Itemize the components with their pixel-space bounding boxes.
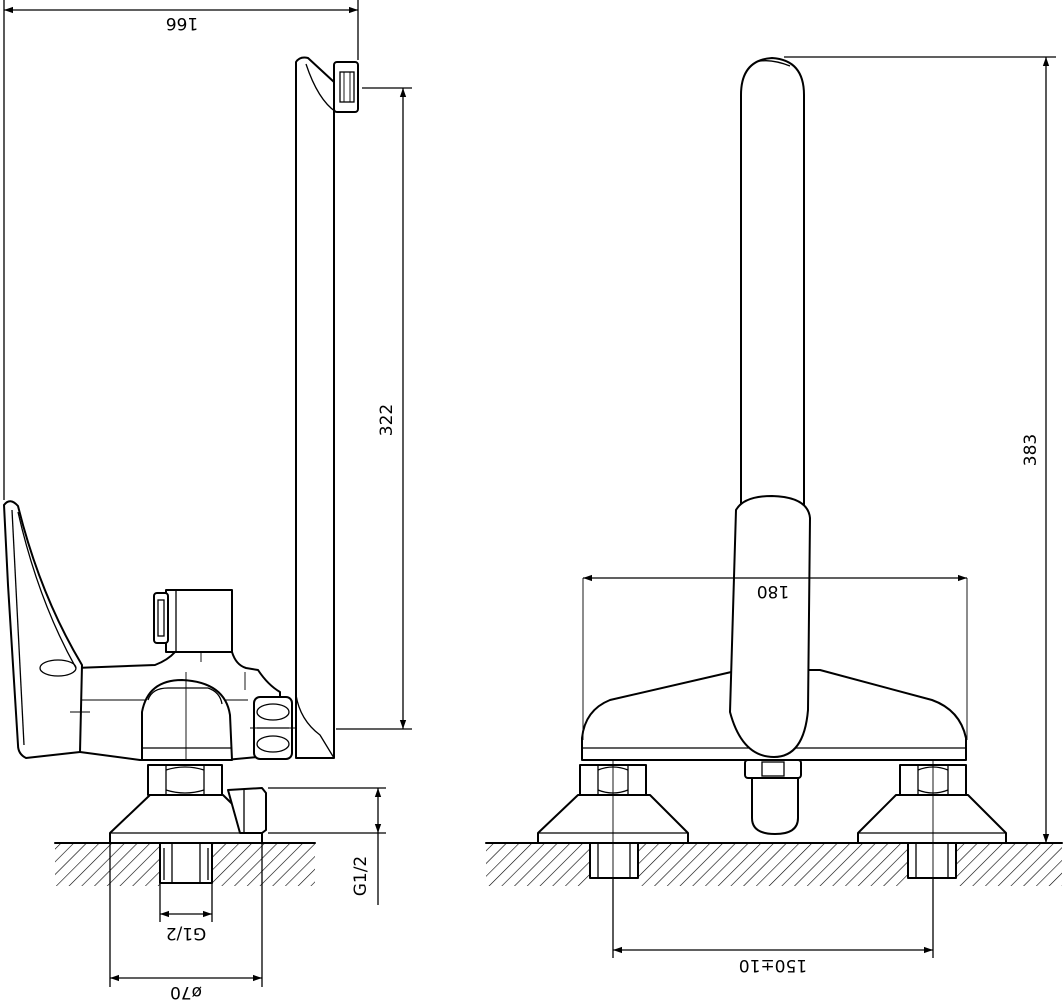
dim-center-distance-label: 150±10 (739, 955, 807, 975)
side-view-deck (54, 842, 316, 886)
dim-flange-diameter: ø70 (109, 843, 263, 1001)
dim-thread-horizontal-label: G1/2 (166, 923, 207, 943)
side-view-shank (159, 842, 213, 884)
front-view-lever (729, 495, 811, 758)
dim-handle-width: 180 (583, 574, 967, 601)
side-view-spout-pivot (250, 696, 300, 760)
side-view-spout (295, 56, 359, 759)
dim-flange-diameter-label: ø70 (170, 982, 202, 1001)
dim-center-distance: 150±10 (612, 878, 934, 975)
side-view-mixer-body (74, 648, 281, 761)
dim-total-width-label: 166 (166, 13, 198, 33)
side-view-hex-nut (147, 764, 223, 796)
front-view-outlet (744, 759, 802, 835)
dim-handle-width-label: 180 (757, 581, 789, 601)
dim-total-height: 383 (784, 56, 1056, 843)
dim-total-height-label: 383 (1021, 434, 1041, 466)
dim-total-width: 166 (3, 0, 359, 500)
dim-spout-height-label: 322 (377, 404, 397, 436)
side-view-flange (109, 787, 267, 844)
dim-spout-height: 322 (336, 87, 412, 730)
dim-thread-horizontal: G1/2 (159, 883, 213, 943)
dim-thread-vertical: G1/2 (268, 787, 386, 905)
side-view: 166 322 G1/2 G1/2 ø70 (3, 0, 412, 1001)
front-view: 180 383 150±10 (485, 56, 1063, 975)
side-view-lever (3, 500, 90, 759)
side-view-cartridge-cap (153, 589, 233, 653)
front-view-left-connector (537, 760, 689, 890)
front-view-deck (485, 842, 1063, 886)
front-view-right-connector (857, 760, 1007, 890)
front-view-spout (740, 57, 805, 506)
dim-thread-vertical-label: G1/2 (351, 856, 371, 897)
